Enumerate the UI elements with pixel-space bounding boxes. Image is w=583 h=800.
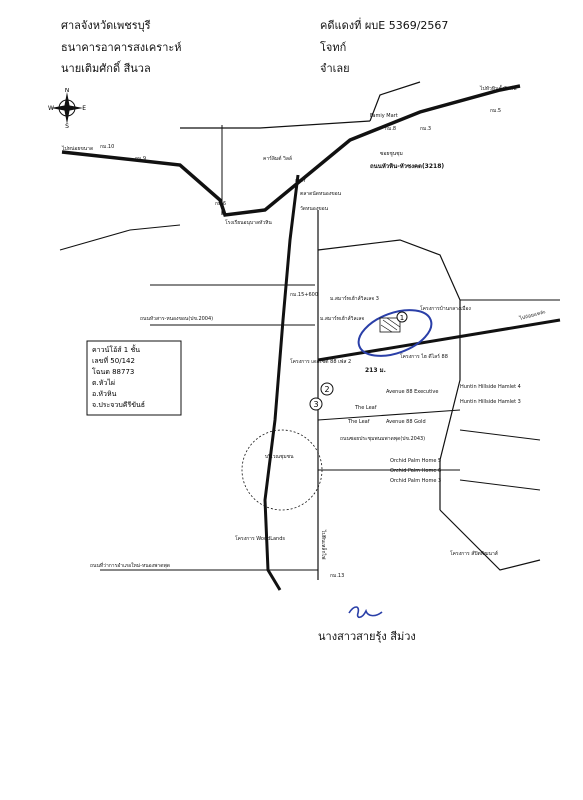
road-to-right [317,318,561,362]
svg-text:ไปหน่อยขนาด: ไปหน่อยขนาด [61,145,93,152]
svg-text:3: 3 [313,400,318,409]
signature-mark [348,606,383,619]
community-circle [241,429,323,511]
svg-text:Huntin Hillside Hamlet 4: Huntin Hillside Hamlet 4 [460,384,521,390]
svg-text:ซอยชูนชุม: ซอยชูนชุม [380,151,403,157]
svg-text:The Leaf: The Leaf [347,419,370,425]
svg-text:กม.10: กม.10 [100,144,114,150]
marker-3 [309,397,323,411]
svg-text:กม.15+600: กม.15+600 [290,292,318,298]
road-top [180,120,371,129]
defendant-label: จำเลย [320,62,350,75]
svg-text:โครงการบ้านกลางเมือง: โครงการบ้านกลางเมือง [420,305,471,312]
svg-text:กม.13: กม.13 [330,573,344,579]
svg-text:ถนนที่ว่าการอำเภอใหม่-หนองพาดพ: ถนนที่ว่าการอำเภอใหม่-หนองพาดพุด [90,562,170,569]
svg-text:คาร์ลิมต์ วิลล์: คาร์ลิมต์ วิลล์ [263,155,292,162]
svg-text:เลขที่ 50/142: เลขที่ 50/142 [92,356,135,365]
svg-text:กม.9: กม.9 [135,156,146,162]
svg-text:กม.7: กม.7 [295,178,306,184]
marker-2 [320,382,334,396]
svg-text:วัดหนองขอน: วัดหนองขอน [300,206,329,212]
plaintiff-name: ธนาคารอาคารสงเคราะห์ [61,41,182,54]
svg-text:ม.สมาร์ทเฮ้าส์วิลเลจ 3: ม.สมาร์ทเฮ้าส์วิลเลจ 3 [330,295,379,302]
svg-text:จ.ประจวบคีรีขันธ์: จ.ประจวบคีรีขันธ์ [92,401,145,409]
defendant-name: นายเติมศักดิ์ สีนวล [61,62,151,75]
svg-text:โครงการ เดอะซิตี้ 88 เฟส 2: โครงการ เดอะซิตี้ 88 เฟส 2 [290,356,351,365]
compass-icon: N S E W [48,88,86,128]
svg-text:บริเวณชุมชน: บริเวณชุมชน [265,453,294,460]
marker-1 [396,311,408,323]
compass-w: W [48,105,54,112]
svg-text:กม.8: กม.8 [385,126,396,132]
svg-text:The Leaf: The Leaf [354,405,377,411]
main-road [61,84,521,217]
svg-text:โครงการ ส์ปิตพัฒนาส์: โครงการ ส์ปิตพัฒนาส์ [450,550,498,557]
svg-text:ไปหินเหล็กไฟ: ไปหินเหล็กไฟ [320,529,328,560]
central-road [263,174,300,591]
property-note: คาวน์โอ้ส์ 1 ชั้น เลขที่ 50/142 โฉนด 887… [86,340,182,416]
svg-text:กม.6: กม.6 [215,201,226,207]
svg-text:Avenue 88 Executive: Avenue 88 Executive [386,389,438,395]
svg-text:โรงเรียนอนุบาลหัวหิน: โรงเรียนอนุบาลหัวหิน [225,219,272,226]
case-number: คดีแดงที่ ผบE 5369/2567 [320,19,449,32]
plaintiff-label: โจทก์ [320,41,347,54]
compass-e: E [82,105,86,112]
compass-s: S [65,123,69,128]
svg-text:Orchid Palm Home 6: Orchid Palm Home 6 [390,468,441,474]
svg-text:Orchid Palm Home 3: Orchid Palm Home 3 [390,478,441,484]
svg-text:กม.5: กม.5 [490,108,501,114]
property-parcel [380,317,401,333]
svg-text:โฉนด 88773: โฉนด 88773 [92,367,134,376]
compass-n: N [65,88,70,94]
svg-text:ไปถ่อยแหล่ะ: ไปถ่อยแหล่ะ [518,308,547,322]
svg-text:2: 2 [324,385,329,394]
court-name: ศาลจังหวัดเพชรบุรี [61,19,151,32]
svg-text:Orchid Palm Home 5: Orchid Palm Home 5 [390,458,441,464]
svg-text:กม.3: กม.3 [420,126,431,132]
svg-text:อ.หัวหิน: อ.หัวหิน [92,390,117,398]
svg-text:ตลาดนัดหนองขอน: ตลาดนัดหนองขอน [300,191,342,197]
svg-text:โครงการ ไฮ ดีไลร์ 88: โครงการ ไฮ ดีไลร์ 88 [400,353,448,360]
svg-text:ม.สมาร์ทเฮ้าส์วิลเลจ: ม.สมาร์ทเฮ้าส์วิลเลจ [320,315,364,322]
svg-text:Avenue 88 Gold: Avenue 88 Gold [386,419,426,425]
signer-name: นางสาวสายรุ้ง สีม่วง [318,630,416,643]
svg-text:Huntin Hillside Hamlet 3: Huntin Hillside Hamlet 3 [460,399,521,405]
svg-text:1: 1 [400,314,404,322]
svg-text:ถนนซอยประชุมพนมพาดพุด(ปข.2043): ถนนซอยประชุมพนมพาดพุด(ปข.2043) [340,436,425,442]
svg-text:Famiy Mart: Famiy Mart [370,113,398,119]
svg-text:ถนนหัวหิน-หัวซงคต(3218): ถนนหัวหิน-หัวซงคต(3218) [370,162,444,170]
svg-text:ต.หัวไผ่: ต.หัวไผ่ [92,378,115,387]
svg-text:ไปหัวหินตั้งผิวทีพึ: ไปหัวหินตั้งผิวทีพึ [479,83,517,92]
svg-text:ถนนหัวสาร-หนองขอน(ปข.2004): ถนนหัวสาร-หนองขอน(ปข.2004) [140,316,213,322]
svg-text:คาวน์โอ้ส์ 1 ชั้น: คาวน์โอ้ส์ 1 ชั้น [92,343,140,354]
property-highlight [357,309,433,357]
svg-text:โครงการ WoodLands: โครงการ WoodLands [235,535,285,542]
svg-text:213 ม.: 213 ม. [365,367,386,374]
